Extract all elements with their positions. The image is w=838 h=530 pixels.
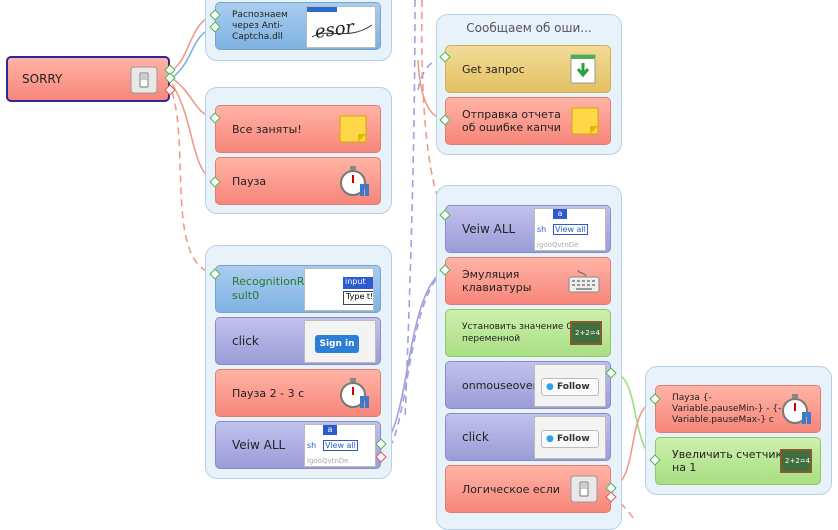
- pause-variable-node[interactable]: Пауза {-Variable.pauseMin-} - {-Variable…: [655, 385, 821, 433]
- all-busy-label: Все заняты!: [232, 122, 302, 136]
- twitter-follow-icon: ● Follow: [541, 378, 599, 396]
- follow-text: Follow: [557, 382, 590, 392]
- stopwatch-icon: [338, 164, 372, 202]
- veiw-all-node-2[interactable]: Veiw ALL a sh View all lgooQvtnDe: [445, 205, 611, 253]
- toggle-switch-icon: [570, 475, 598, 507]
- onmouseover-node[interactable]: onmouseover ● Follow: [445, 361, 611, 409]
- sorry-label: SORRY: [22, 72, 63, 86]
- click-node-2[interactable]: click ● Follow: [445, 413, 611, 461]
- captcha-thumbnail: esor: [306, 6, 376, 48]
- input-thumbnail: input Type t!: [304, 268, 374, 311]
- sticky-note-icon: [570, 106, 600, 140]
- view-all-preview: View all: [323, 440, 358, 451]
- pause-variable-label: Пауза {-Variable.pauseMin-} - {-Variable…: [672, 392, 782, 425]
- anticaptcha-label: Распознаем через Anti-Captcha.dll: [232, 9, 288, 42]
- sorry-node[interactable]: SORRY: [6, 56, 170, 102]
- send-report-node[interactable]: Отправка отчета об ошибке капчи: [445, 97, 611, 145]
- sh-text: sh: [307, 441, 317, 450]
- all-busy-node[interactable]: Все заняты!: [215, 105, 381, 153]
- chalkboard-icon: 2+2=4: [780, 449, 812, 479]
- keyboard-icon: [568, 268, 600, 298]
- onmouseover-label: onmouseover: [462, 378, 538, 392]
- a-tag: a: [323, 425, 337, 435]
- get-request-node[interactable]: Get запрос: [445, 45, 611, 93]
- sh-text: sh: [537, 225, 547, 234]
- logic-if-label: Логическое если: [462, 482, 560, 496]
- pause-node[interactable]: Пауза: [215, 157, 381, 205]
- set-zero-label: Установить значение 0 переменной: [462, 322, 573, 344]
- follow-thumbnail: ● Follow: [534, 416, 606, 459]
- increment-label: Увеличить счетчик на 1: [672, 448, 783, 474]
- veiw-all-label-1: Veiw ALL: [232, 438, 286, 452]
- veiw-all-label-2: Veiw ALL: [462, 222, 516, 236]
- keyboard-emulation-label: Эмуляция клавиатуры: [462, 268, 532, 294]
- stopwatch-icon: [780, 392, 814, 430]
- a-tag: a: [553, 209, 567, 219]
- chalk-text: 2+2=4: [575, 329, 601, 337]
- click-node-1[interactable]: click Sign in: [215, 317, 381, 365]
- set-zero-node[interactable]: Установить значение 0 переменной 2+2=4: [445, 309, 611, 357]
- input-tag: input: [343, 277, 373, 289]
- follow-text: Follow: [557, 434, 590, 444]
- anticaptcha-node[interactable]: Распознаем через Anti-Captcha.dll esor: [215, 2, 381, 50]
- chalkboard-icon: 2+2=4: [570, 321, 602, 351]
- toggle-switch-icon: [130, 66, 158, 98]
- sign-in-button-preview: Sign in: [315, 335, 359, 353]
- keyboard-emulation-node[interactable]: Эмуляция клавиатуры: [445, 257, 611, 305]
- logic-if-node[interactable]: Логическое если: [445, 465, 611, 513]
- follow-thumbnail: ● Follow: [534, 364, 606, 407]
- small-text: lgooQvtnDe: [537, 241, 579, 249]
- pause-2-3-label: Пауза 2 - 3 с: [232, 386, 305, 400]
- increment-node[interactable]: Увеличить счетчик на 1 2+2=4: [655, 437, 821, 485]
- small-text: lgooQvtnDe: [307, 457, 349, 465]
- veiw-all-node-1[interactable]: Veiw ALL a sh View all lgooQvtnDe: [215, 421, 381, 469]
- sticky-note-icon: [338, 114, 368, 148]
- stopwatch-icon: [338, 376, 372, 414]
- get-request-label: Get запрос: [462, 62, 525, 76]
- recognition-node[interactable]: RecognitionResult0 input Type t!: [215, 265, 381, 313]
- click-label-2: click: [462, 430, 489, 444]
- send-report-label: Отправка отчета об ошибке капчи: [462, 108, 561, 134]
- type-field: Type t!: [343, 291, 373, 305]
- view-all-preview: View all: [553, 224, 588, 235]
- viewall-thumbnail: a sh View all lgooQvtnDe: [534, 208, 606, 251]
- download-arrow-icon: [570, 54, 598, 88]
- recognition-label: RecognitionResult0: [232, 275, 311, 302]
- group-title: Сообщаем об оши...: [466, 21, 592, 35]
- signin-thumbnail: Sign in: [304, 320, 376, 363]
- twitter-follow-icon: ● Follow: [541, 430, 599, 448]
- chalk-text: 2+2=4: [785, 457, 811, 465]
- click-label-1: click: [232, 334, 259, 348]
- svg-text:esor: esor: [314, 17, 357, 43]
- viewall-thumbnail: a sh View all lgooQvtnDe: [304, 424, 376, 467]
- pause-label: Пауза: [232, 174, 267, 188]
- pause-2-3-node[interactable]: Пауза 2 - 3 с: [215, 369, 381, 417]
